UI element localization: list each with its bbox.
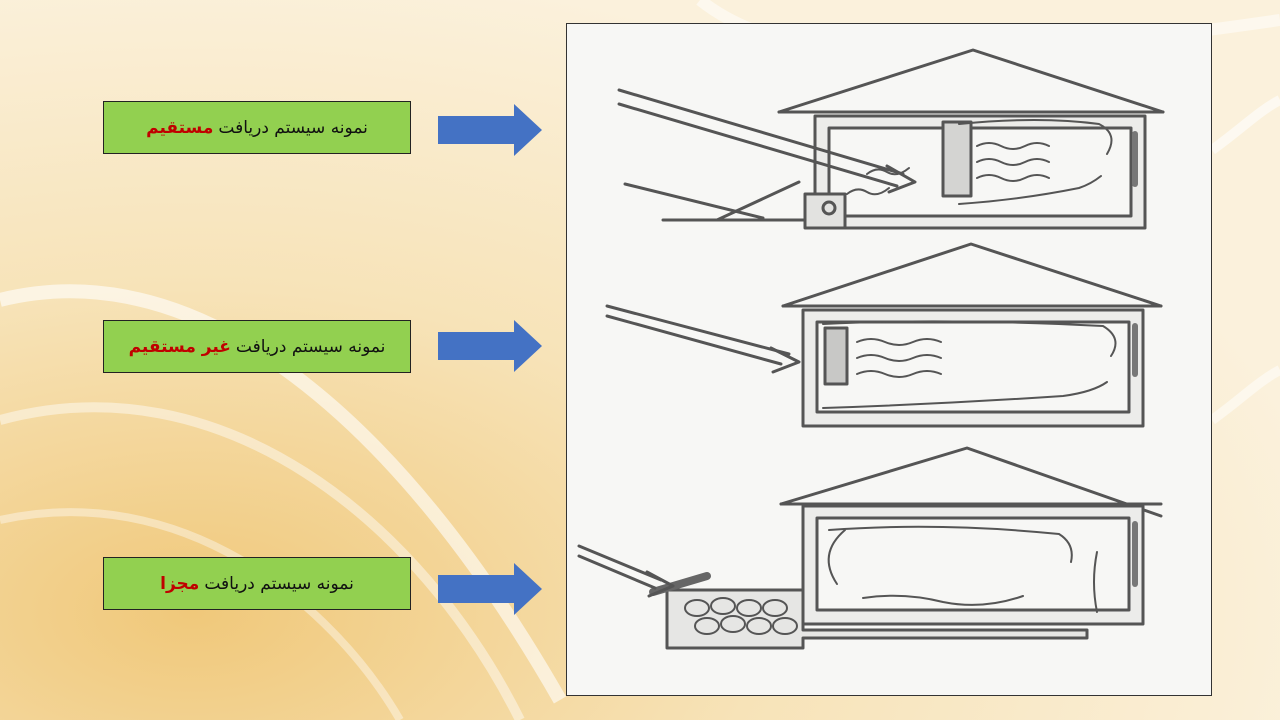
label-prefix: نمونه سیستم دریافت — [218, 117, 368, 138]
house-indirect — [605, 242, 1163, 428]
label-direct-gain: نمونه سیستم دریافت مستقیم — [103, 101, 411, 154]
house-direct — [617, 48, 1165, 230]
label-prefix: نمونه سیستم دریافت — [204, 573, 354, 594]
house-isolated — [577, 446, 1163, 650]
label-highlight: غیر مستقیم — [128, 336, 231, 357]
label-isolated-gain: نمونه سیستم دریافت مجزا — [103, 557, 411, 610]
label-highlight: مجزا — [160, 573, 200, 594]
label-prefix: نمونه سیستم دریافت — [235, 336, 386, 357]
house-diagrams — [577, 48, 1165, 650]
right-arrow-icon — [438, 104, 542, 156]
solar-house-figure — [566, 23, 1212, 696]
label-indirect-gain: نمونه سیستم دریافت غیر مستقیم — [103, 320, 411, 373]
label-highlight: مستقیم — [146, 117, 214, 138]
right-arrow-icon — [438, 320, 542, 372]
right-arrow-icon — [438, 563, 542, 615]
